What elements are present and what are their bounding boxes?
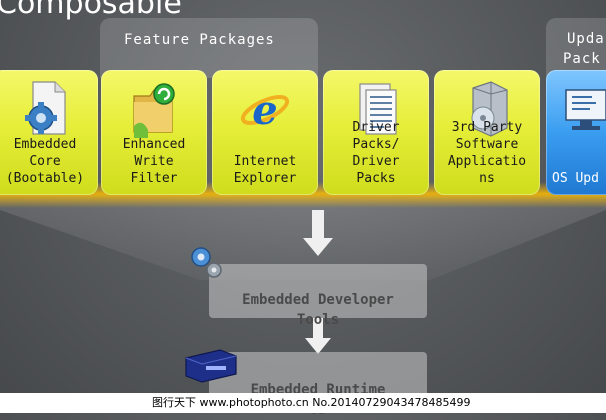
folder-refresh-icon — [133, 83, 175, 138]
card-label: Enhanced Write Filter — [122, 137, 186, 186]
card-driver-packs[interactable]: Driver Packs/ Driver Packs — [323, 70, 429, 195]
card-enhanced-write-filter[interactable]: Enhanced Write Filter — [101, 70, 207, 195]
update-packages-label-line2: Pack — [563, 51, 601, 67]
binary-document-icon — [359, 83, 397, 135]
card-label: Internet Explorer — [233, 154, 297, 186]
card-label: Embedded Core (Bootable) — [5, 137, 85, 186]
stage-label: Embedded Developer Tools — [242, 292, 394, 328]
card-os-updates[interactable]: OS Upd — [546, 70, 606, 195]
feature-packages-label: Feature Packages — [124, 32, 275, 48]
watermark-bar: 图行天下 www.photophoto.cn No.20140729043478… — [0, 393, 606, 413]
card-label: Driver Packs/ Driver Packs — [352, 120, 400, 186]
stage-embedded-developer-tools[interactable]: Embedded Developer Tools — [209, 264, 427, 328]
slide-title: Composable — [0, 0, 182, 21]
internet-explorer-icon: e — [240, 87, 290, 134]
card-third-party-software[interactable]: 3rd Party Software Applicatio ns — [434, 70, 540, 195]
arrow-down-icon — [303, 210, 333, 256]
software-box-icon — [471, 81, 508, 137]
card-label: 3rd Party Software Applicatio ns — [447, 120, 527, 186]
update-packages-panel — [546, 18, 606, 78]
monitor-update-icon — [565, 89, 606, 130]
gears-icon — [191, 247, 222, 278]
gear-document-icon — [25, 81, 66, 135]
svg-text:e: e — [252, 87, 277, 134]
card-label: OS Upd — [552, 171, 599, 186]
update-packages-label-line1: Upda — [567, 31, 605, 47]
feature-packages-panel — [100, 18, 318, 78]
device-icon — [185, 349, 237, 383]
card-internet-explorer[interactable]: e Internet Explorer — [212, 70, 318, 195]
card-embedded-core[interactable]: Embedded Core (Bootable) — [0, 70, 98, 195]
arrow-down-icon — [305, 318, 331, 354]
